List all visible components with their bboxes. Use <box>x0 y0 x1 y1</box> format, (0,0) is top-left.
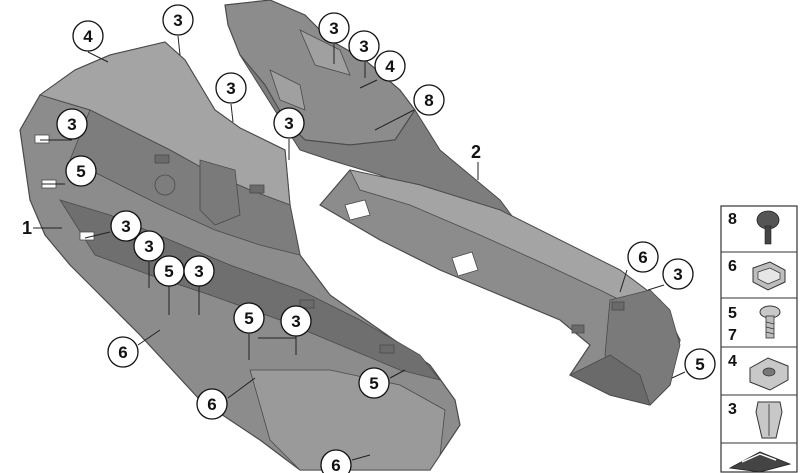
callout-label: 4 <box>83 27 93 46</box>
callout: 3 <box>280 305 312 337</box>
callout: 3 <box>318 12 350 44</box>
callout: 4 <box>72 20 104 52</box>
part-label-1: 1 <box>22 218 32 238</box>
clip-nut-icon <box>749 357 789 391</box>
callout: 3 <box>133 230 165 262</box>
callout: 5 <box>65 155 97 187</box>
callout-label: 5 <box>369 374 378 393</box>
callout-label: 3 <box>329 19 338 38</box>
leader-lines <box>33 35 686 461</box>
callout-label: 6 <box>207 395 216 414</box>
callout-label: 3 <box>291 312 300 331</box>
screw-icon <box>759 305 781 339</box>
expanding-clip-icon <box>755 401 783 439</box>
callout-label: 3 <box>194 262 203 281</box>
callout: 3 <box>110 210 142 242</box>
callout-label: 6 <box>331 456 340 473</box>
callout-label: 3 <box>121 217 130 236</box>
legend-label: 6 <box>728 258 737 275</box>
callout: 3 <box>273 107 305 139</box>
callout: 6 <box>627 241 659 273</box>
callout: 4 <box>374 50 406 82</box>
callout: 3 <box>215 72 247 104</box>
part-label-2: 2 <box>471 142 481 162</box>
callout: 3 <box>662 258 694 290</box>
callout: 6 <box>196 388 228 420</box>
callout: 6 <box>320 449 352 473</box>
callout-label: 6 <box>118 343 127 362</box>
callout-label: 3 <box>67 115 76 134</box>
right-trim-panel <box>224 0 681 406</box>
callout-label: 5 <box>695 355 704 374</box>
callout-label: 3 <box>284 114 293 133</box>
spring-clip-icon <box>752 261 786 291</box>
callout-label: 3 <box>226 79 235 98</box>
legend-label: 8 <box>728 211 737 228</box>
legend-label: 3 <box>728 401 737 418</box>
callout-label: 3 <box>173 11 182 30</box>
callout: 5 <box>684 348 716 380</box>
callout: 3 <box>183 255 215 287</box>
callout-label: 3 <box>673 265 682 284</box>
legend-label-secondary: 7 <box>728 327 737 344</box>
legend-label: 5 <box>728 305 737 322</box>
callout: 3 <box>162 4 194 36</box>
callout: 6 <box>107 336 139 368</box>
callout-label: 5 <box>244 309 253 328</box>
callout-label: 4 <box>385 57 395 76</box>
callout-label: 6 <box>638 248 647 267</box>
push-rivet-icon <box>756 210 780 245</box>
callout: 3 <box>348 30 380 62</box>
part-symbol-icon <box>728 451 792 473</box>
callout-label: 5 <box>164 262 173 281</box>
callout-label: 8 <box>424 91 433 110</box>
callout: 8 <box>413 84 445 116</box>
callout: 3 <box>56 108 88 140</box>
callout: 5 <box>153 255 185 287</box>
callout: 5 <box>358 367 390 399</box>
callout-label: 5 <box>76 162 85 181</box>
callout: 5 <box>233 302 265 334</box>
callout-label: 3 <box>359 37 368 56</box>
fastener-legend: 8 6 5 7 4 3 <box>720 205 798 473</box>
legend-label: 4 <box>728 353 737 370</box>
callout-label: 3 <box>144 237 153 256</box>
